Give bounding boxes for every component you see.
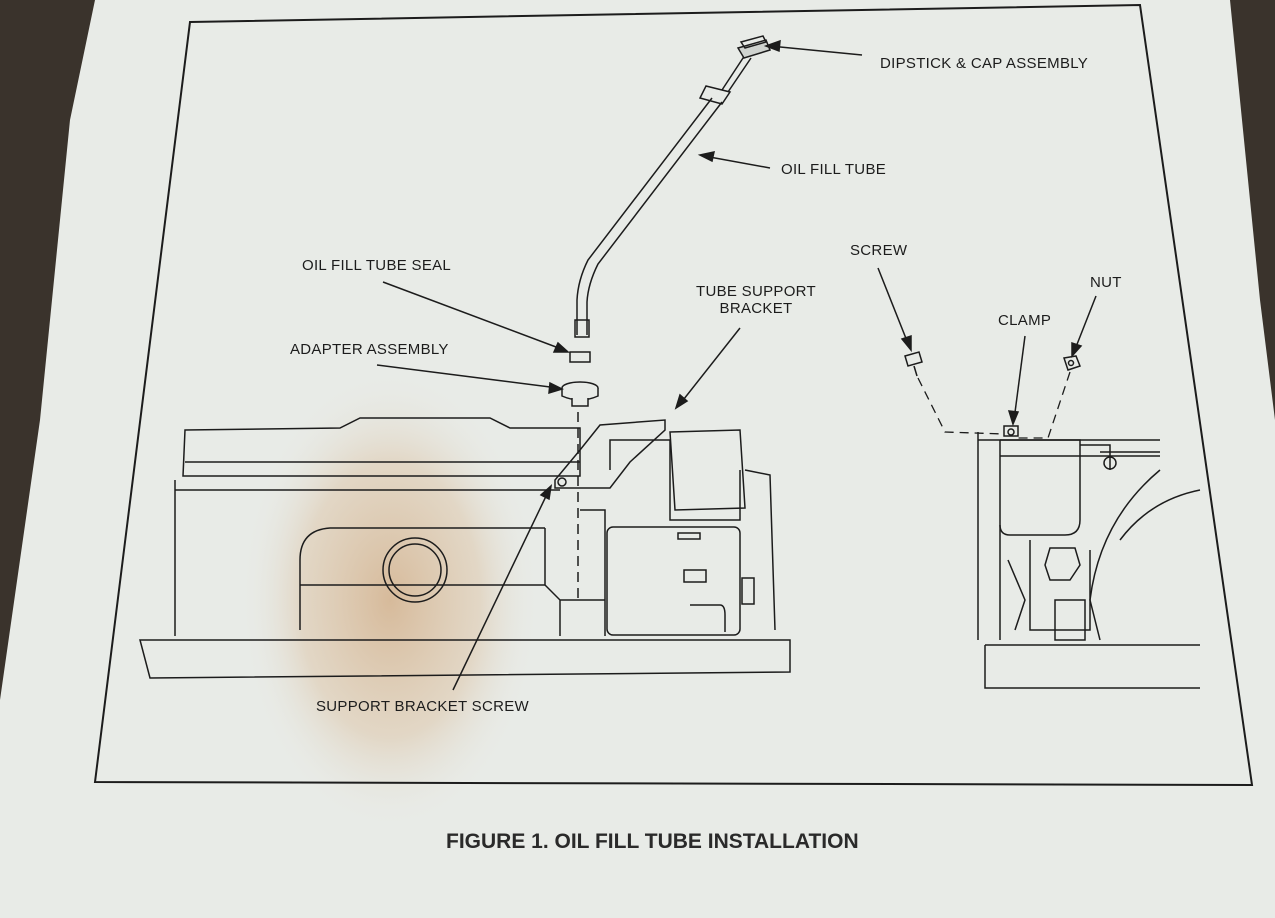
oil-fill-tube-seal-part bbox=[569, 351, 591, 363]
tube-support-bracket-label-line2: BRACKET bbox=[719, 300, 793, 317]
dipstick-cap-assembly-label: DIPSTICK & CAP ASSEMBLY bbox=[880, 55, 1089, 72]
tube-support-bracket-label-line1: TUBE SUPPORT bbox=[695, 283, 816, 300]
clamp-label: CLAMP bbox=[998, 312, 1052, 329]
generator-drawing bbox=[139, 417, 791, 679]
support-bracket-screw-label: SUPPORT BRACKET SCREW bbox=[316, 698, 530, 715]
oil-fill-tube-label: OIL FILL TUBE bbox=[781, 161, 887, 178]
oil-fill-tube-part bbox=[574, 85, 732, 338]
screw-part bbox=[904, 351, 923, 377]
adapter-assembly-part bbox=[561, 381, 599, 407]
oil-fill-tube-seal-label: OIL FILL TUBE SEAL bbox=[302, 257, 452, 274]
screw-label: SCREW bbox=[850, 242, 908, 259]
detail-view bbox=[977, 425, 1201, 689]
nut-label: NUT bbox=[1090, 274, 1122, 291]
figure-border bbox=[93, 3, 1254, 787]
detail-dashed-lines bbox=[917, 371, 1071, 439]
leader-lines bbox=[376, 39, 1097, 691]
dipstick-cap-part bbox=[721, 35, 771, 93]
adapter-assembly-label: ADAPTER ASSEMBLY bbox=[290, 341, 449, 358]
figure-caption: FIGURE 1. OIL FILL TUBE INSTALLATION bbox=[446, 830, 859, 853]
oil-stain bbox=[240, 370, 540, 830]
